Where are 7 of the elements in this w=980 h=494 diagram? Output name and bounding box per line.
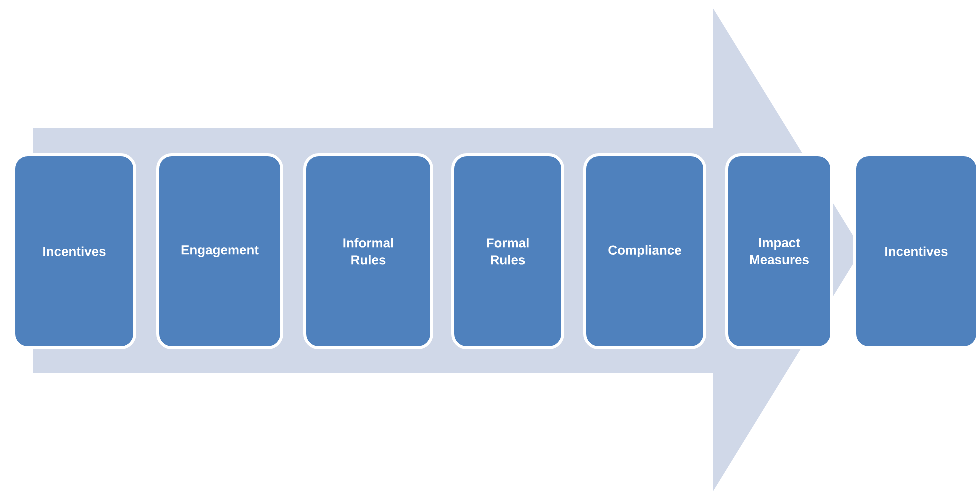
process-box: Informal Rules — [304, 154, 434, 350]
process-box: Incentives — [854, 154, 980, 350]
process-box: Formal Rules — [452, 154, 564, 350]
process-box: Incentives — [12, 154, 136, 350]
process-box: Compliance — [584, 154, 706, 350]
process-box: Engagement — [156, 154, 284, 350]
process-box: Impact Measures — [726, 154, 834, 350]
